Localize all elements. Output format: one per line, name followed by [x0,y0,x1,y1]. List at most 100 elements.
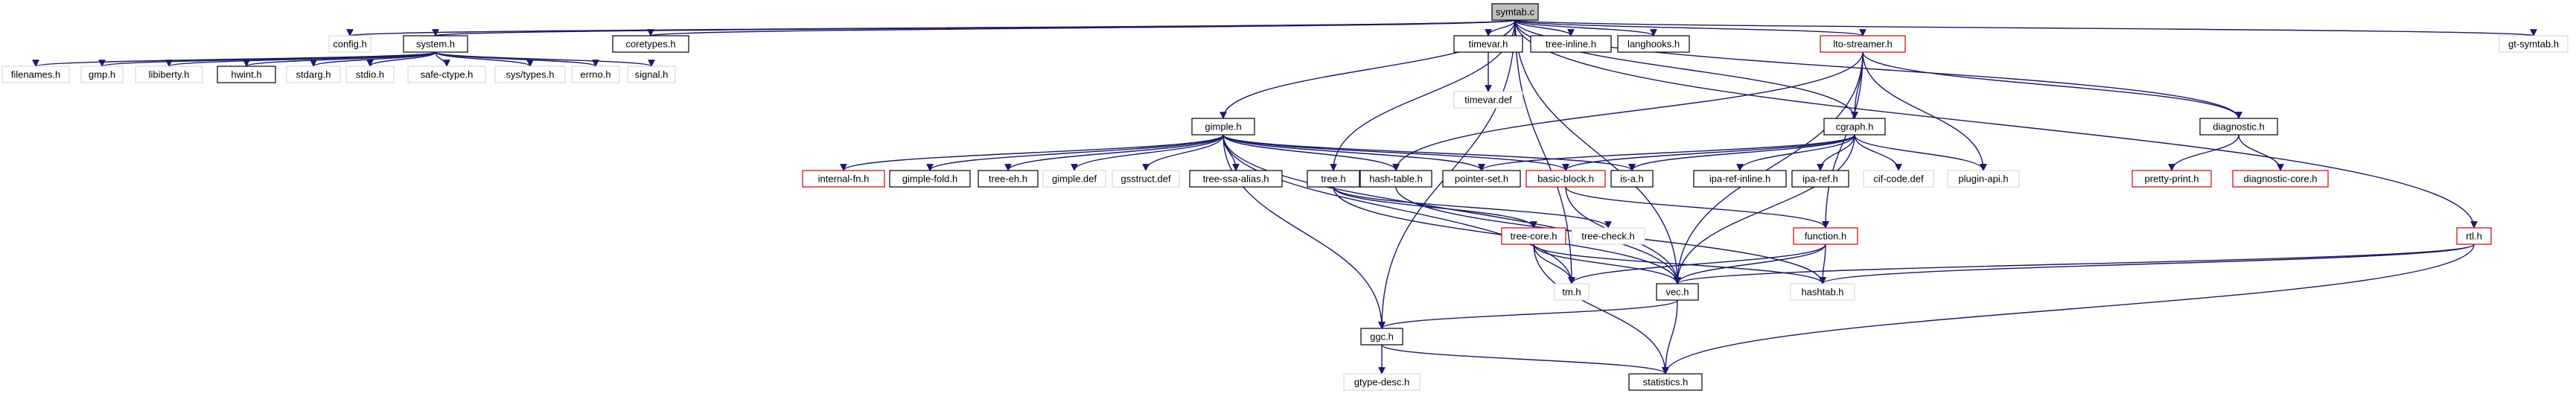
edge-cgraph-to-pluginapi [1854,134,1987,171]
node-label: gmp.h [89,69,115,80]
node-label: internal-fn.h [818,174,870,185]
node-label: gtype-desc.h [1354,377,1409,388]
node-internalfn[interactable]: internal-fn.h [802,170,885,188]
node-treecheck[interactable]: tree-check.h [1571,227,1645,245]
node-ggtsymtab[interactable]: gt-symtab.h [2499,35,2569,53]
node-ggc[interactable]: ggc.h [1360,328,1403,346]
node-box [1442,170,1521,188]
node-basicblock[interactable]: basic-block.h [1525,170,1606,188]
node-box [1693,170,1787,188]
node-iparefinline[interactable]: ipa-ref-inline.h [1693,170,1787,188]
node-treeh[interactable]: tree.h [1307,170,1360,188]
node-label: tree-core.h [1511,231,1558,242]
node-functionh[interactable]: function.h [1793,227,1858,245]
node-label: is-a.h [1620,174,1644,185]
node-gsstructdef[interactable]: gsstruct.def [1112,170,1180,188]
node-stdio[interactable]: stdio.h [345,66,395,83]
node-errno[interactable]: errno.h [571,66,620,83]
node-prettyprint[interactable]: pretty-print.h [2132,170,2212,188]
node-coretypes[interactable]: coretypes.h [612,35,689,53]
node-gimple[interactable]: gimple.h [1191,118,1255,136]
node-label: ipa-ref.h [1802,174,1838,185]
node-treessaalias[interactable]: tree-ssa-alias.h [1189,170,1283,188]
node-label: tm.h [1562,287,1581,298]
node-gmp[interactable]: gmp.h [80,66,124,83]
node-pluginapi[interactable]: plugin-api.h [1947,170,2020,188]
node-box [135,66,203,83]
edge-ggc-to-statistics [1381,344,1669,375]
node-filenames[interactable]: filenames.h [1,66,70,83]
edge-functionh-to-tm [1568,243,1826,284]
node-gimpledef[interactable]: gimple.def [1042,170,1106,188]
node-iparef[interactable]: ipa-ref.h [1791,170,1849,188]
node-label: hwint.h [231,69,261,80]
node-treeinline[interactable]: tree-inline.h [1530,35,1612,53]
node-box [1191,118,1255,136]
node-box [345,66,395,83]
node-box [1453,35,1523,53]
node-box [1360,328,1403,346]
edge-cgraph-to-iparef [1817,134,1855,171]
node-cifcodedef[interactable]: cif-code.def [1863,170,1934,188]
node-box [1501,227,1566,245]
node-libiberty[interactable]: libiberty.h [135,66,203,83]
node-label: coretypes.h [625,39,675,50]
node-treeeh[interactable]: tree-eh.h [978,170,1039,188]
edge-rtl-to-hashtab [1819,243,2475,284]
node-hwint[interactable]: hwint.h [217,66,276,83]
edge-symtab-to-coretypes [648,19,1516,36]
node-gtypedesc[interactable]: gtype-desc.h [1343,373,1421,391]
edge-symtab-to-ltostreamer [1514,19,1866,36]
node-timevar[interactable]: timevar.h [1453,35,1523,53]
node-box [627,66,676,83]
node-isa[interactable]: is-a.h [1610,170,1654,188]
node-pointerset[interactable]: pointer-set.h [1442,170,1521,188]
node-statistics[interactable]: statistics.h [1628,373,1703,391]
edge-gimple-to-pointerset [1222,134,1485,171]
node-box [328,35,372,53]
node-systypes[interactable]: sys/types.h [494,66,566,83]
node-box [1791,170,1849,188]
node-ltostreamer[interactable]: lto-streamer.h [1820,35,1906,53]
node-box [1112,170,1180,188]
node-tm[interactable]: tm.h [1554,283,1590,301]
node-box [1491,3,1539,21]
node-box [1307,170,1360,188]
node-symtab[interactable]: symtab.c [1491,3,1539,21]
node-rtl[interactable]: rtl.h [2456,227,2492,245]
edge-symtab-to-vec [1514,19,1681,284]
node-hashtab[interactable]: hashtab.h [1790,283,1855,301]
node-box [802,170,885,188]
node-label: rtl.h [2466,231,2482,242]
edge-gimple-to-gimpledef [1071,134,1224,171]
node-stdarg[interactable]: stdarg.h [286,66,341,83]
node-treecore[interactable]: tree-core.h [1501,227,1566,245]
edge-symtab-to-langhooks [1514,19,1657,36]
node-box [612,35,689,53]
node-system[interactable]: system.h [403,35,468,53]
node-gimplefold[interactable]: gimple-fold.h [889,170,971,188]
node-config[interactable]: config.h [328,35,372,53]
node-hashtable[interactable]: hash-table.h [1359,170,1432,188]
node-label: basic-block.h [1537,174,1594,185]
node-diagnostic[interactable]: diagnostic.h [2199,118,2278,136]
node-signal[interactable]: signal.h [627,66,676,83]
edge-cgraph-to-cifcodedef [1854,134,1902,171]
edge-treecore-to-vec [1533,243,1681,284]
node-label: statistics.h [1643,377,1689,388]
node-label: hash-table.h [1369,174,1423,185]
edge-rtl-to-statistics [1662,243,2475,375]
node-diagcore[interactable]: diagnostic-core.h [2232,170,2329,188]
node-label: cif-code.def [1873,174,1924,185]
node-langhooks[interactable]: langhooks.h [1617,35,1690,53]
node-vec[interactable]: vec.h [1656,283,1699,301]
node-label: gt-symtab.h [2508,39,2559,50]
node-cgraph[interactable]: cgraph.h [1823,118,1886,136]
node-label: gsstruct.def [1120,174,1171,185]
node-label: langhooks.h [1627,39,1680,50]
node-label: filenames.h [11,69,60,80]
node-label: gimple.h [1205,121,1241,133]
node-safectype[interactable]: safe-ctype.h [407,66,486,83]
edge-symtab-to-ggtsymtab [1514,19,2537,36]
node-timevardef[interactable]: timevar.def [1453,91,1523,109]
